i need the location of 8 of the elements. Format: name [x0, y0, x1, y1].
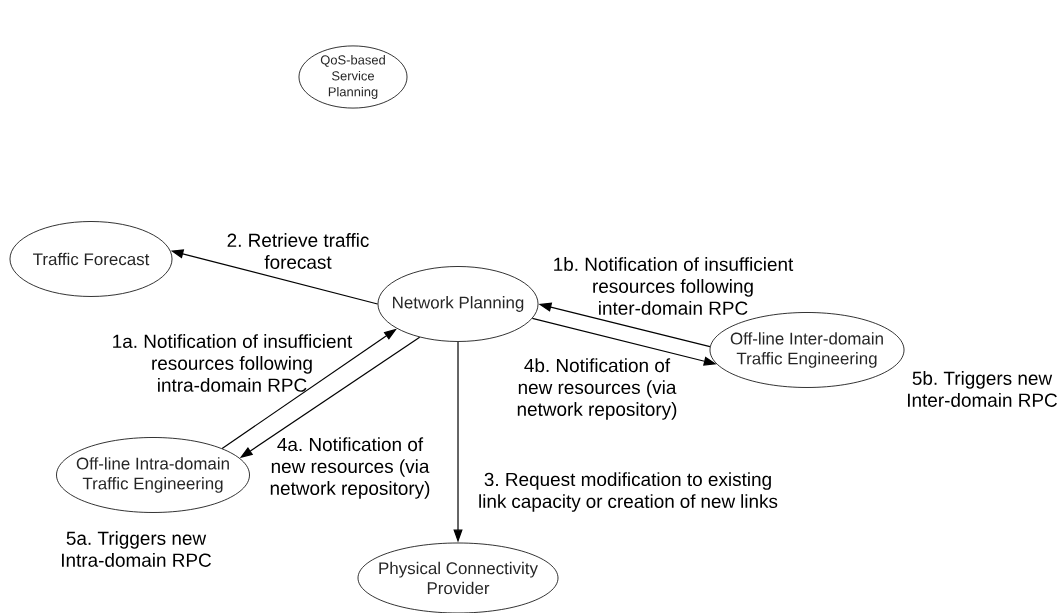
- edge-label: 2. Retrieve traffic forecast: [227, 233, 369, 269]
- edge-label: 4a. Notification of new resources (via network repository): [270, 437, 430, 499]
- edge-label: 3. Request modification to existing link capacity or creation of new links: [479, 472, 778, 512]
- step-note: 5b. Triggers new Inter-domain RPC: [908, 371, 1057, 407]
- step-note: 5a. Triggers new Intra-domain RPC: [62, 531, 211, 567]
- edge-label: 1a. Notification of insufficient resources following intra-domain RPC: [113, 334, 353, 392]
- edge-label: 1b. Notification of insufficient resources following inter-domain RPC: [554, 257, 794, 315]
- edge-label: 4b. Notification of new resources (via network repository): [517, 358, 677, 420]
